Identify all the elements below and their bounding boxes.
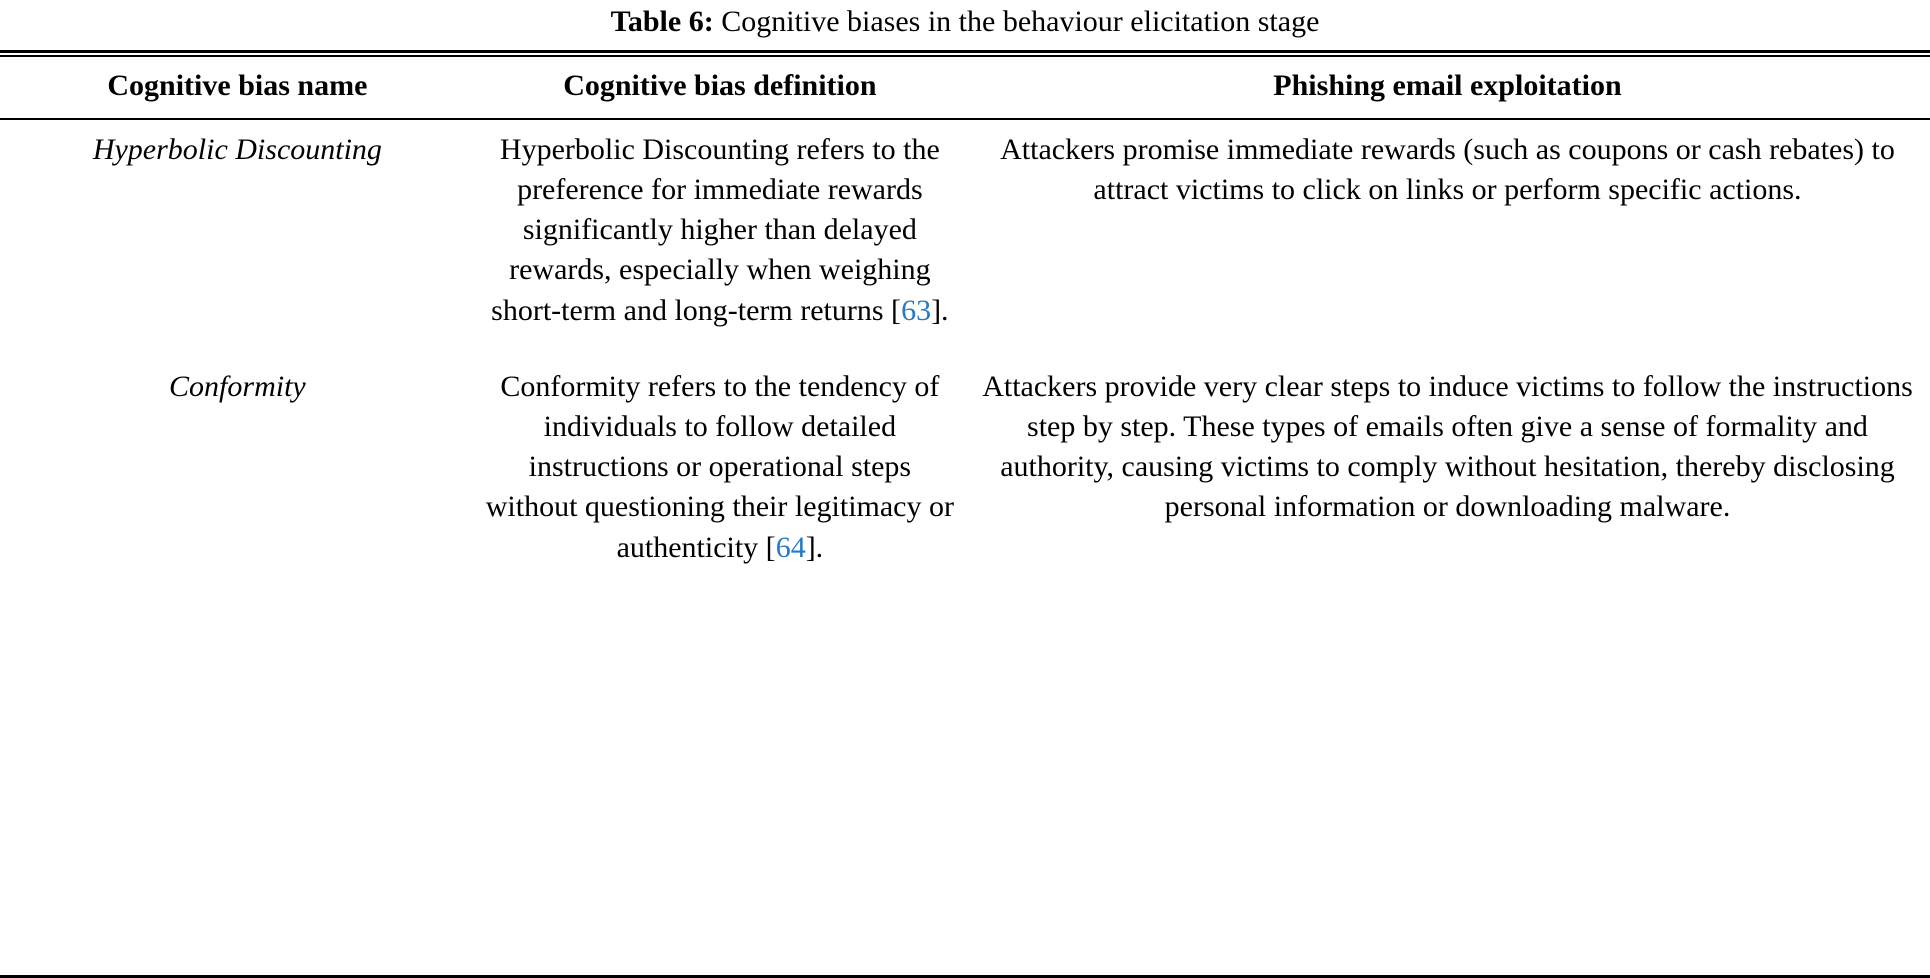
spacer-cell <box>0 335 475 357</box>
cell-bias-name: Conformity <box>169 369 306 403</box>
definition-text: Hyperbolic Discounting refers to the pre… <box>491 132 940 327</box>
cell-bias-definition: Conformity refers to the tendency of ind… <box>475 357 965 572</box>
column-header-bias-definition: Cognitive bias definition <box>563 69 877 103</box>
table-body-filler <box>0 572 1930 975</box>
cell-phishing-exploitation: Attackers promise immediate rewards (suc… <box>1000 132 1895 207</box>
table-header: Cognitive bias name Cognitive bias defin… <box>0 57 1930 118</box>
row-spacer <box>0 335 1930 357</box>
table-caption: Table 6: Cognitive biases in the behavio… <box>0 0 1930 50</box>
table-bottom-rule <box>0 975 1930 978</box>
table-caption-text: Cognitive biases in the behaviour elicit… <box>721 5 1320 38</box>
table-caption-label: Table 6: <box>610 5 714 38</box>
cognitive-bias-table: Cognitive bias name Cognitive bias defin… <box>0 57 1930 118</box>
table-row: Conformity Conformity refers to the tend… <box>0 357 1930 572</box>
table-row: Hyperbolic Discounting Hyperbolic Discou… <box>0 120 1930 335</box>
cell-phishing-exploitation: Attackers provide very clear steps to in… <box>982 369 1913 524</box>
cell-bias-name: Hyperbolic Discounting <box>92 132 382 166</box>
table-header-rule <box>0 117 1930 120</box>
citation-link[interactable]: 64 <box>775 530 806 564</box>
column-header-phishing-exploitation: Phishing email exploitation <box>1273 69 1622 103</box>
definition-text-tail: ]. <box>931 293 949 327</box>
spacer-cell <box>965 335 1930 357</box>
column-header-bias-name: Cognitive bias name <box>107 69 368 103</box>
cognitive-bias-table-body: Hyperbolic Discounting Hyperbolic Discou… <box>0 120 1930 572</box>
cell-bias-definition: Hyperbolic Discounting refers to the pre… <box>475 120 965 335</box>
citation-link[interactable]: 63 <box>901 293 932 327</box>
table-header-row: Cognitive bias name Cognitive bias defin… <box>0 57 1930 118</box>
table-top-rule <box>0 50 1930 58</box>
definition-text-tail: ]. <box>805 530 824 564</box>
definition-text: Conformity refers to the tendency of ind… <box>485 369 954 564</box>
spacer-cell <box>475 335 965 357</box>
